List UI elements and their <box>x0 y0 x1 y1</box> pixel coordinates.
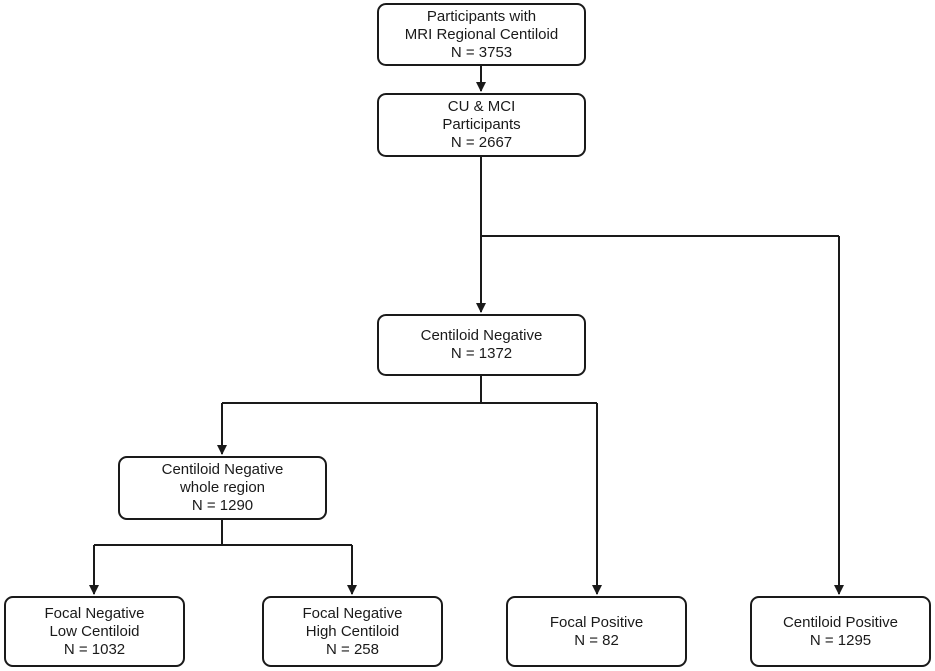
centiloid-positive-line-1: Centiloid Positive <box>782 613 899 631</box>
centiloid-negative-line-1: Centiloid Negative <box>420 327 543 344</box>
focal-negative-high-box: Focal Negative High Centiloid N = 258 <box>262 596 443 667</box>
cu-mci-line-3: N = 2667 <box>450 134 513 151</box>
cu-mci-line-1: CU & MCI <box>447 98 516 115</box>
whole-region-line-3: N = 1290 <box>191 497 254 514</box>
focal-negative-low-line-2: Low Centiloid <box>49 622 140 640</box>
cu-mci-line-2: Participants <box>442 116 521 133</box>
focal-negative-high-line-2: High Centiloid <box>305 622 400 640</box>
centiloid-positive-line-2: N = 1295 <box>809 631 872 649</box>
focal-positive-line-1: Focal Positive <box>549 613 644 631</box>
whole-region-line-2: whole region <box>179 479 266 496</box>
centiloid-negative-box: Centiloid Negative N = 1372 <box>377 314 586 376</box>
focal-negative-low-line-1: Focal Negative <box>44 604 145 622</box>
focal-positive-box: Focal Positive N = 82 <box>506 596 687 667</box>
focal-positive-line-2: N = 82 <box>574 631 619 649</box>
participants-line-2: MRI Regional Centiloid <box>404 25 559 43</box>
cu-mci-box: CU & MCI Participants N = 2667 <box>377 93 586 157</box>
focal-negative-low-box: Focal Negative Low Centiloid N = 1032 <box>4 596 185 667</box>
whole-region-line-1: Centiloid Negative <box>161 461 284 478</box>
centiloid-negative-line-2: N = 1372 <box>450 345 513 362</box>
centiloid-negative-whole-region-box: Centiloid Negative whole region N = 1290 <box>118 456 327 520</box>
participants-box: Participants with MRI Regional Centiloid… <box>377 3 586 66</box>
focal-negative-high-line-3: N = 258 <box>326 640 379 658</box>
focal-negative-high-line-1: Focal Negative <box>302 604 403 622</box>
focal-negative-low-line-3: N = 1032 <box>63 640 126 658</box>
participants-line-1: Participants with <box>426 7 537 25</box>
participants-line-3: N = 3753 <box>450 43 513 61</box>
centiloid-positive-box: Centiloid Positive N = 1295 <box>750 596 931 667</box>
